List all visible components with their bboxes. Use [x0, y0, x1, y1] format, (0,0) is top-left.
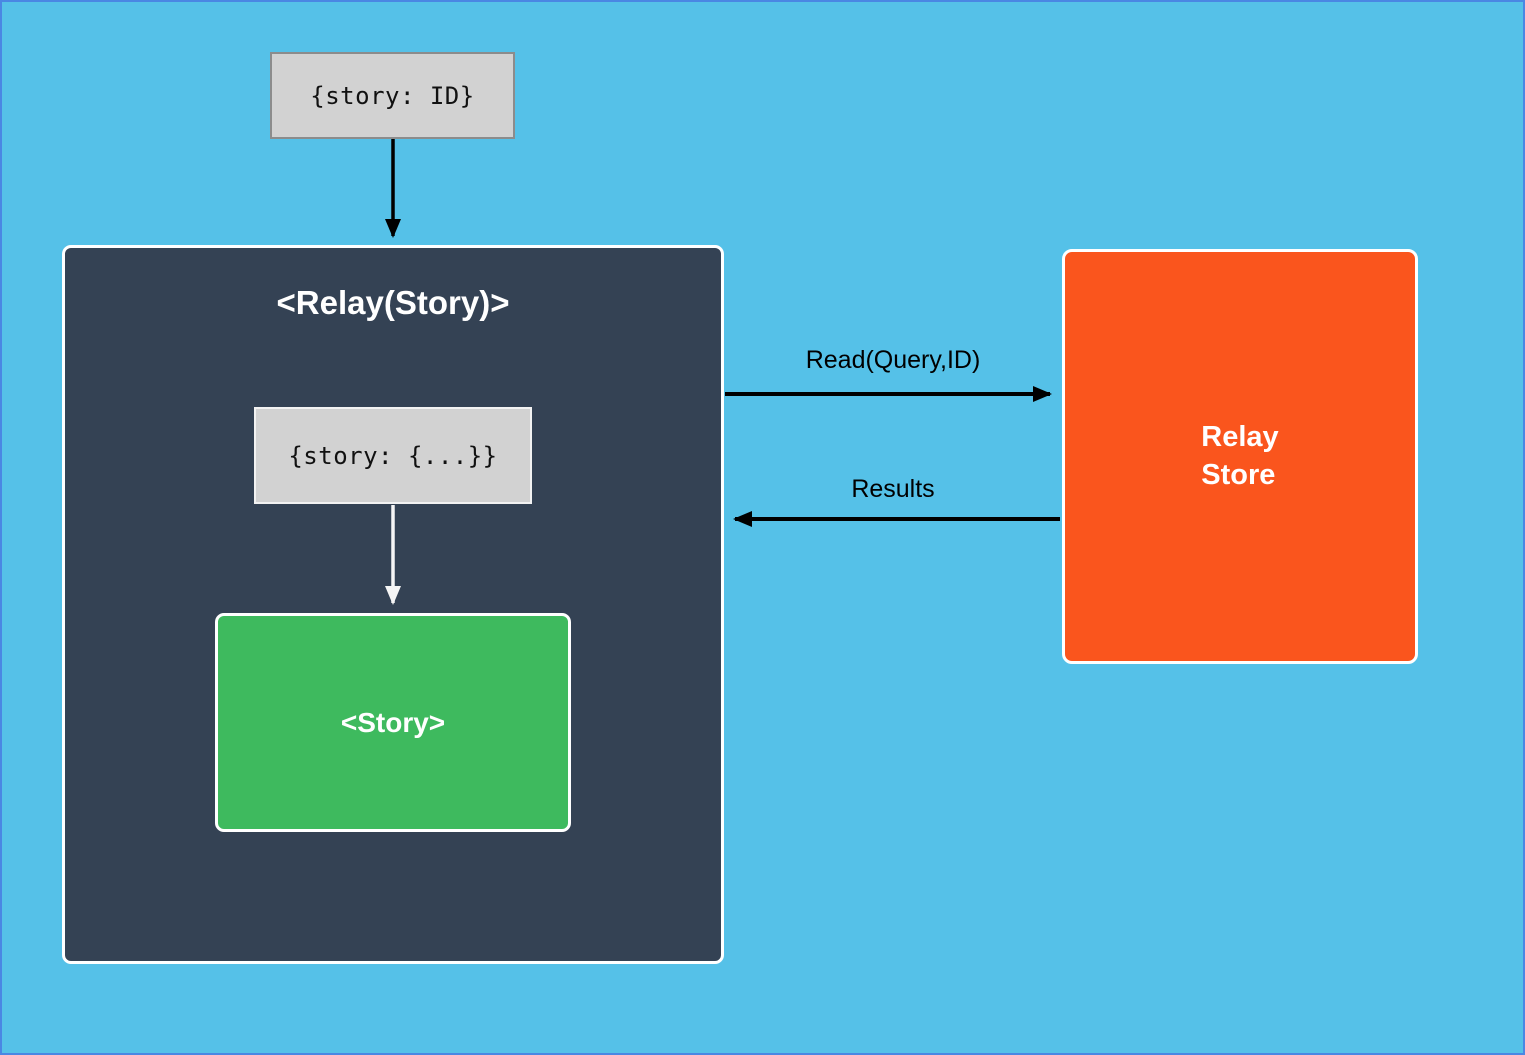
relay-story-title: <Relay(Story)> — [276, 284, 510, 321]
story-id-node: {story: ID} — [270, 52, 515, 139]
relay-store-node: Relay Store — [1062, 249, 1418, 664]
relay-story-container: <Relay(Story)> {story: {...}} <Story> — [62, 245, 724, 964]
read-query-id-label: Read(Query,ID) — [805, 346, 981, 374]
story-component-label: <Story> — [340, 706, 446, 738]
relay-store-label: Relay Store — [1201, 420, 1279, 491]
results-label: Results — [851, 475, 935, 503]
story-props-node: {story: {...}} — [254, 407, 532, 504]
story-component-node: <Story> — [215, 613, 571, 832]
story-props-label: {story: {...}} — [288, 441, 498, 470]
story-id-label: {story: ID} — [310, 81, 475, 110]
